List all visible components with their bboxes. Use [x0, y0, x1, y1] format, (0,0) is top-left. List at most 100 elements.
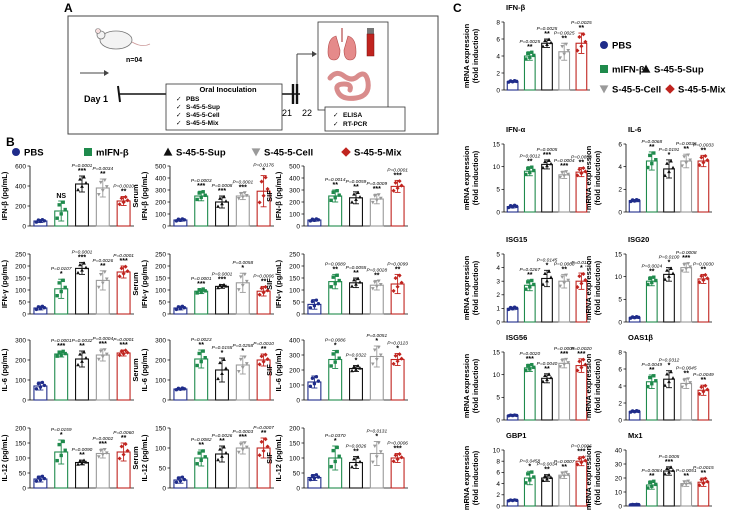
gene-title: ISG20	[628, 235, 649, 244]
p-value: P=0.0001	[113, 253, 134, 259]
p-value: P=0.0040	[537, 361, 558, 367]
data-point	[265, 288, 270, 293]
significance-stars: *	[60, 432, 63, 439]
y-tick-label: 2	[496, 492, 500, 499]
y-tick-label: 250	[289, 251, 300, 258]
data-point	[545, 377, 549, 382]
significance-stars: **	[649, 269, 655, 276]
significance-stars: ***	[57, 343, 65, 350]
p-value: P=0.0024	[641, 264, 662, 270]
data-point	[337, 193, 341, 197]
data-point	[545, 477, 549, 481]
data-point	[372, 194, 377, 198]
significance-stars: **	[353, 270, 359, 277]
legend-marker	[600, 41, 608, 49]
assay-name: RT-PCR	[343, 121, 368, 128]
data-point	[524, 368, 528, 373]
data-point	[34, 307, 39, 312]
data-point	[669, 266, 673, 270]
legend-label: S-45-5-Sup	[654, 65, 704, 76]
data-point	[308, 477, 313, 482]
data-point	[82, 175, 86, 179]
data-point	[543, 38, 547, 43]
y-axis-label: (fold induction)	[471, 260, 480, 315]
y-tick-label: 200	[289, 367, 300, 374]
significance-stars: **	[527, 159, 533, 166]
data-point	[96, 285, 101, 290]
data-point	[61, 200, 65, 204]
data-point	[257, 292, 262, 297]
data-point	[242, 441, 247, 445]
data-point	[374, 455, 379, 459]
y-tick-label: 0	[618, 209, 622, 216]
data-point	[545, 163, 549, 168]
significance-stars: **	[701, 147, 707, 154]
data-point	[549, 40, 553, 45]
data-point	[532, 282, 536, 287]
chart-b-3: 050100150200250BALFIFN-γ (pg/mL)*P=0.010…	[0, 249, 134, 318]
y-tick-label: 2	[618, 187, 622, 194]
data-point	[545, 42, 549, 47]
data-point	[356, 455, 360, 459]
y-tick-label: 100	[155, 377, 166, 384]
data-point	[648, 375, 652, 380]
data-point	[654, 157, 658, 162]
data-point	[236, 197, 241, 201]
bar	[95, 452, 110, 489]
data-point	[98, 180, 103, 185]
data-point	[76, 270, 80, 275]
data-point	[393, 180, 398, 185]
y-tick-label: 100	[15, 287, 26, 294]
y-tick-label: 0	[162, 485, 166, 492]
data-point	[530, 50, 534, 54]
data-point	[352, 277, 356, 282]
data-point	[514, 204, 519, 209]
data-point	[78, 262, 82, 267]
data-point	[558, 476, 563, 480]
data-point	[244, 193, 249, 198]
data-point	[199, 359, 203, 364]
p-value: P=0.0020	[571, 346, 592, 352]
y-tick-label: 250	[155, 251, 166, 258]
p-value: P=0.0004	[92, 336, 113, 342]
data-point	[399, 455, 404, 460]
data-point	[331, 352, 335, 356]
legend-marker	[12, 148, 20, 156]
data-point	[82, 458, 86, 462]
data-point	[650, 484, 654, 488]
data-point	[697, 280, 702, 285]
data-point	[354, 282, 358, 286]
y-axis-label: IL-6 (pg/mL)	[140, 348, 149, 391]
significance-stars: *	[375, 338, 378, 345]
data-point	[560, 359, 565, 363]
y-axis-label: IFN-β (pg/mL)	[0, 171, 9, 220]
significance-stars: **	[121, 189, 127, 196]
data-point	[84, 265, 88, 270]
y-tick-label: 8	[496, 19, 500, 26]
data-point	[201, 190, 205, 194]
data-point	[663, 173, 667, 177]
data-point	[265, 186, 270, 191]
data-point	[581, 32, 586, 37]
check-icon: ✓	[333, 121, 338, 128]
data-point	[240, 195, 245, 199]
significance-stars: **	[261, 278, 267, 285]
data-point	[374, 357, 379, 362]
legend-marker	[599, 85, 609, 94]
bar	[235, 195, 250, 227]
y-tick-label: 50	[19, 299, 27, 306]
y-tick-label: 250	[15, 251, 26, 258]
significance-stars: **	[332, 266, 338, 273]
significance-stars: **	[527, 272, 533, 279]
data-point	[224, 199, 228, 203]
bar	[523, 367, 536, 421]
data-point	[119, 444, 124, 449]
data-point	[55, 294, 59, 298]
data-point	[354, 367, 358, 371]
data-point	[558, 56, 563, 60]
data-point	[308, 306, 313, 310]
data-point	[265, 357, 270, 362]
p-value: P=0.0159	[51, 427, 72, 433]
data-point	[650, 161, 654, 166]
